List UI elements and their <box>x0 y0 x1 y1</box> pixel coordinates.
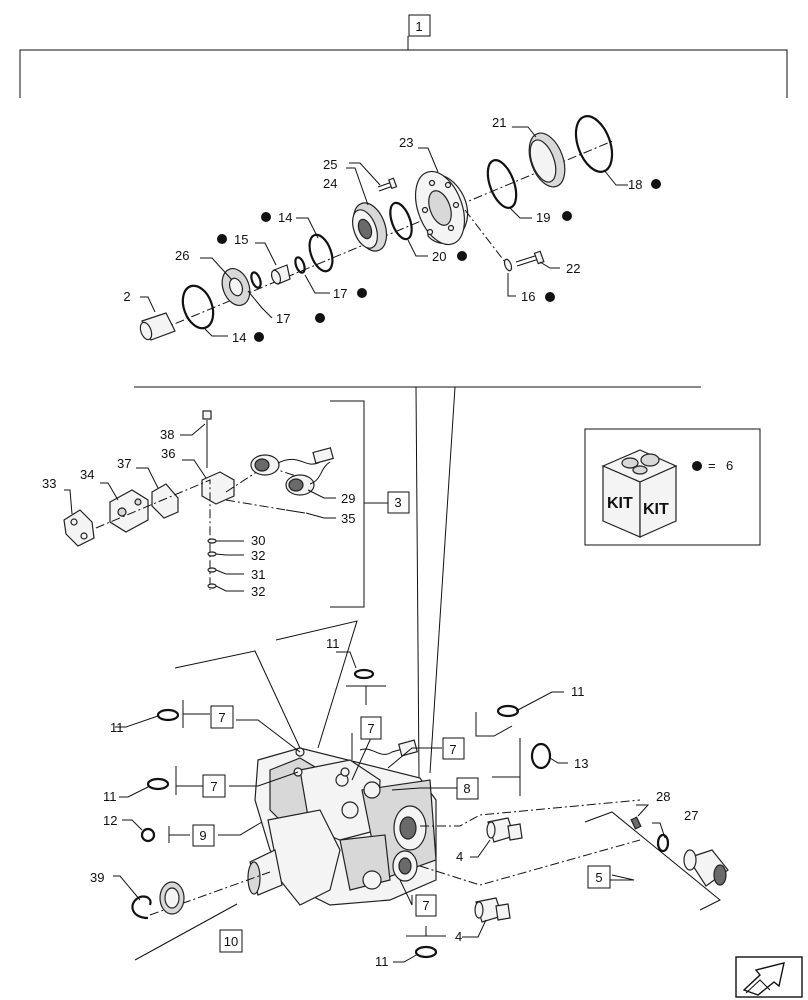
callout-18: 18 <box>628 177 642 192</box>
kit-legend <box>584 428 761 546</box>
plate-26 <box>221 268 251 306</box>
callout-32-upper: 32 <box>251 548 265 563</box>
gasket-33 <box>63 509 95 547</box>
callout-34: 34 <box>80 467 94 482</box>
flange-24 <box>352 202 388 252</box>
kit-equals: = <box>708 458 716 473</box>
callout-19: 19 <box>536 210 550 225</box>
assembly-bracket-1 <box>19 14 788 98</box>
callout-7-b: 7 <box>367 721 374 736</box>
o-ring-18 <box>574 115 614 173</box>
callout-36: 36 <box>161 446 175 461</box>
callout-3: 3 <box>394 495 401 510</box>
callout-22: 22 <box>566 261 580 276</box>
callout-15: 15 <box>234 232 248 247</box>
callout-1: 1 <box>415 19 422 34</box>
kit-number: 6 <box>726 458 733 473</box>
callout-32-lower: 32 <box>251 584 265 599</box>
callout-8: 8 <box>463 781 470 796</box>
o-ring-17-lower <box>250 271 262 289</box>
washer-16 <box>503 258 513 272</box>
callout-12: 12 <box>103 813 117 828</box>
callout-14-lower: 14 <box>232 330 246 345</box>
next-page-arrow-icon[interactable] <box>735 956 803 998</box>
seal-21 <box>528 132 566 188</box>
callout-4-upper: 4 <box>456 849 463 864</box>
bolt-25 <box>377 177 398 192</box>
callout-24: 24 <box>323 176 337 191</box>
callout-7-e: 7 <box>422 898 429 913</box>
callout-11-mid: 11 <box>103 789 117 804</box>
fitting-4-upper <box>486 817 523 843</box>
plate-23 <box>414 170 469 246</box>
callout-9: 9 <box>199 828 206 843</box>
callout-17-upper: 17 <box>333 286 347 301</box>
callout-13: 13 <box>574 756 588 771</box>
kit-label-left: KIT <box>607 495 633 512</box>
o-ring-20 <box>389 201 413 241</box>
o-ring-27 <box>656 833 670 853</box>
o-ring-14-upper <box>308 233 334 273</box>
callout-30: 30 <box>251 533 265 548</box>
callout-33: 33 <box>42 476 56 491</box>
callout-28: 28 <box>656 789 670 804</box>
callout-labels: 1 2 14 26 17 15 17 14 24 25 23 20 21 19 … <box>42 19 698 969</box>
upper-leaders <box>140 126 628 337</box>
o-ring-19 <box>486 159 518 209</box>
callout-16: 16 <box>521 289 535 304</box>
callout-37: 37 <box>117 456 131 471</box>
o-ring-17-upper <box>294 256 306 274</box>
callout-14-upper: 14 <box>278 210 292 225</box>
callout-23: 23 <box>399 135 413 150</box>
callout-5: 5 <box>595 870 602 885</box>
callout-11-left: 11 <box>110 720 124 735</box>
callout-20: 20 <box>432 249 446 264</box>
seal-kit-parts <box>139 115 616 341</box>
callout-11-right: 11 <box>571 684 585 699</box>
callout-11-top: 11 <box>326 636 340 651</box>
callout-7-d: 7 <box>210 779 217 794</box>
callout-2: 2 <box>123 289 130 304</box>
o-ring-14-lower <box>181 284 215 330</box>
callout-7-c: 7 <box>449 742 456 757</box>
callout-29: 29 <box>341 491 355 506</box>
pump-leaders <box>113 651 721 963</box>
valve-group-3 <box>63 386 701 608</box>
callout-10: 10 <box>224 934 238 949</box>
kit-legend-text: KIT KIT = 6 <box>607 458 733 518</box>
callout-26: 26 <box>175 248 189 263</box>
kit-dots <box>217 179 661 342</box>
callout-7-a: 7 <box>218 710 225 725</box>
circlip-39 <box>131 895 152 920</box>
shaft-seal <box>159 881 185 915</box>
fittings <box>131 799 729 923</box>
callout-11-bottom: 11 <box>375 954 389 969</box>
screw-28 <box>630 816 642 830</box>
callout-35: 35 <box>341 511 355 526</box>
plug-5 <box>683 849 729 887</box>
kit-label-right: KIT <box>643 501 669 518</box>
pump-body <box>149 386 456 916</box>
callout-17-lower: 17 <box>276 311 290 326</box>
bolt-22 <box>515 250 545 267</box>
callout-21: 21 <box>492 115 506 130</box>
callout-39: 39 <box>90 870 104 885</box>
bushing-15 <box>270 264 291 285</box>
boxed-callouts <box>192 705 611 953</box>
sleeve-part-2 <box>139 312 176 341</box>
fitting-4-lower <box>474 897 511 923</box>
solenoid-29 <box>250 447 334 496</box>
block-36 <box>201 471 235 505</box>
valve-block-34 <box>109 489 149 533</box>
callout-25: 25 <box>323 157 337 172</box>
callout-27: 27 <box>684 808 698 823</box>
callout-38: 38 <box>160 427 174 442</box>
callout-4-lower: 4 <box>455 929 462 944</box>
callout-31: 31 <box>251 567 265 582</box>
gasket-37 <box>151 483 179 519</box>
small-orings <box>140 668 552 959</box>
